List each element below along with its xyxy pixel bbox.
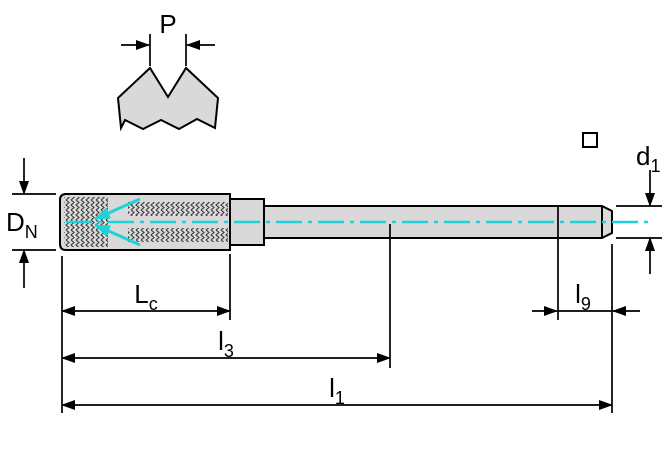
thread-texture-upper [128,202,228,216]
l1-label: l1 [329,373,345,408]
coolant-chip-flow [66,197,648,247]
pitch-label: P [159,9,176,39]
chip-flow-arrow-upper [94,197,141,221]
l9-label: l9 [575,279,591,314]
chip-flow-arrow-lower [94,223,141,247]
dimension-l1: l1 [61,244,613,413]
thread-profile-shape [116,66,220,132]
dimension-dn: DN [6,158,56,288]
lc-label: Lc [134,279,157,314]
dn-label: DN [6,207,38,242]
square-drive-icon [582,132,598,148]
l3-label: l3 [218,326,234,361]
thread-profile-detail: P [116,9,220,132]
thread-texture-lower [128,228,228,242]
dimension-l3: l3 [61,224,391,368]
dimension-l9: l9 [532,279,640,316]
dimension-lc: Lc [61,254,231,413]
dimension-d1: d1 [616,141,662,274]
d1-label: d1 [636,141,660,176]
